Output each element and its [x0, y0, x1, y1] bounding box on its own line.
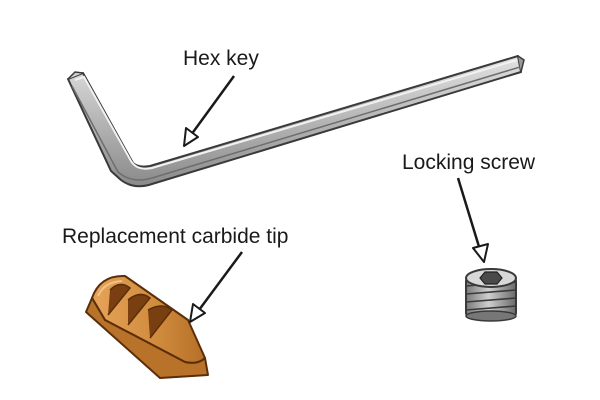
- arrow-carbide-tip: [189, 251, 244, 323]
- hex-key-highlight: [74, 59, 518, 170]
- carbide-tip-icon: [85, 274, 209, 379]
- hex-key-long-end: [517, 55, 525, 73]
- screw-hex-socket: [479, 271, 503, 285]
- screw-bottom: [465, 310, 517, 322]
- carbide-tip-groove-1: [107, 283, 132, 316]
- carbide-tip-highlight: [97, 280, 123, 297]
- carbide-tip-groove-3: [147, 305, 174, 339]
- hex-key-shadow-facet: [71, 66, 521, 181]
- carbide-tip-front: [85, 297, 209, 379]
- hex-key-short-end: [67, 71, 84, 80]
- arrow-locking-screw: [456, 177, 489, 263]
- locking-screw-icon: [465, 268, 517, 322]
- carbide-tip-label: Replacement carbide tip: [62, 225, 289, 248]
- locking-screw-label: Locking screw: [402, 151, 536, 174]
- carbide-tip-groove-2: [127, 293, 152, 326]
- hex-key-label: Hex key: [183, 47, 259, 70]
- hex-key-icon: [67, 55, 525, 188]
- arrow-hex-key: [183, 75, 236, 147]
